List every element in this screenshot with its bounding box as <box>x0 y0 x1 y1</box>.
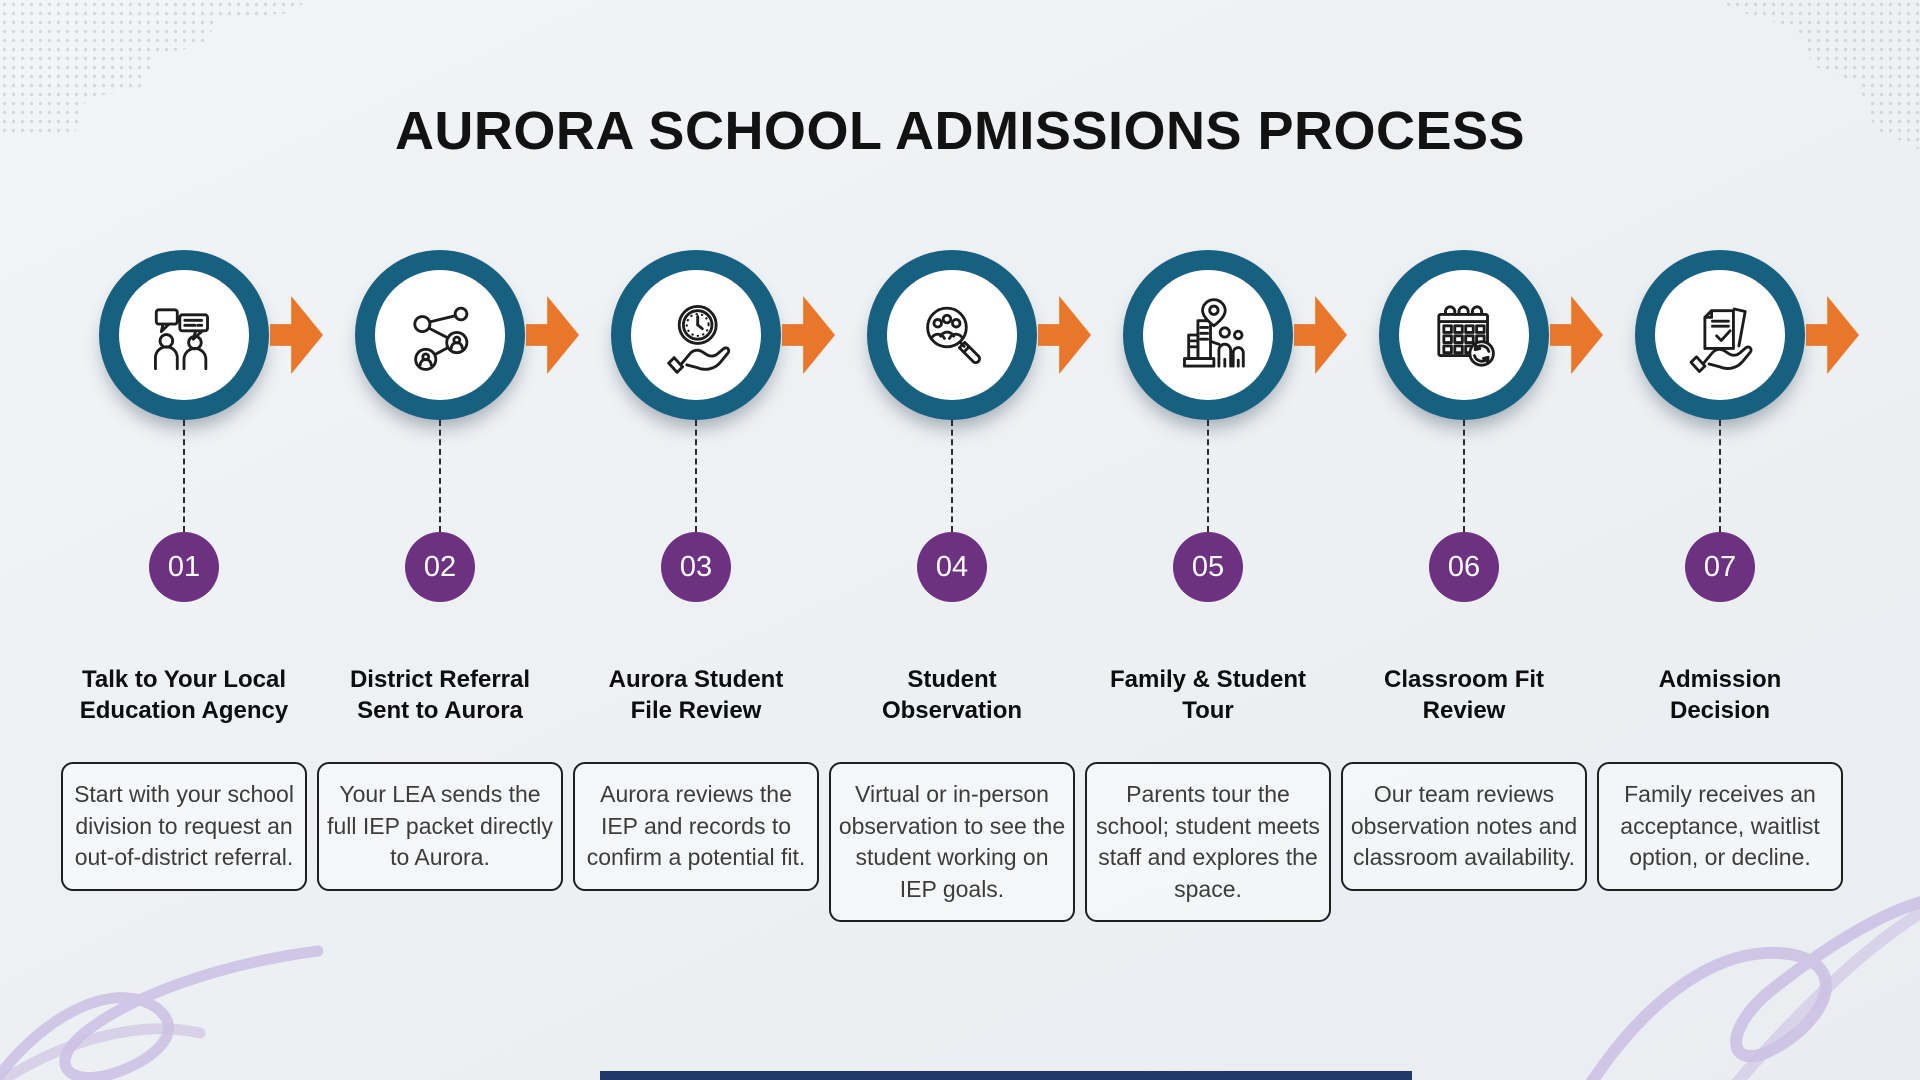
step-2-number-badge: 02 <box>405 532 475 602</box>
step-number: 05 <box>1191 550 1225 583</box>
step-number: 06 <box>1447 550 1481 583</box>
step-4-icon-circle <box>867 250 1037 420</box>
step-5-connector-line <box>1207 420 1209 532</box>
step-4: 04 Student Observation Virtual or in-per… <box>824 250 1091 922</box>
step-7-icon-circle <box>1635 250 1805 420</box>
step-3-description: Aurora reviews the IEP and records to co… <box>586 781 806 870</box>
step-4-number-badge: 04 <box>917 532 987 602</box>
step-2-description-box: Your LEA sends the full IEP packet direc… <box>317 762 563 891</box>
step-4-title: Student Observation <box>881 666 1023 724</box>
step-5-description: Parents tour the school; student meets s… <box>1096 781 1320 902</box>
step-6: 06 Classroom Fit Review Our team reviews… <box>1336 250 1603 922</box>
arrow-right-icon <box>1806 296 1859 374</box>
step-3: 03 Aurora Student File Review Aurora rev… <box>568 250 835 922</box>
step-6-title: Classroom Fit Review <box>1383 666 1545 724</box>
step-7-description-box: Family receives an acceptance, waitlist … <box>1597 762 1843 891</box>
step-3-title: Aurora Student File Review <box>608 666 784 724</box>
file-review-clock-icon <box>667 305 731 374</box>
step-7: 07 Admission Decision Family receives an… <box>1592 250 1859 922</box>
step-5-icon-circle <box>1123 250 1293 420</box>
step-2: 02 District Referral Sent to Aurora Your… <box>312 250 579 922</box>
step-7-number-badge: 07 <box>1685 532 1755 602</box>
step-2-title: District Referral Sent to Aurora <box>349 666 531 724</box>
step-4-description: Virtual or in-person observation to see … <box>838 781 1066 902</box>
step-number: 03 <box>679 550 713 583</box>
process-steps-row: 01 Talk to Your Local Education Agency S… <box>56 250 1859 922</box>
step-number: 01 <box>167 550 201 583</box>
step-number: 02 <box>423 550 457 583</box>
step-7-description: Family receives an acceptance, waitlist … <box>1620 781 1820 870</box>
step-3-number-badge: 03 <box>661 532 731 602</box>
step-4-connector-line <box>951 420 953 532</box>
step-5-description-box: Parents tour the school; student meets s… <box>1085 762 1331 922</box>
step-2-connector-line <box>439 420 441 532</box>
step-5-title: Family & Student Tour <box>1109 666 1307 724</box>
step-5: 05 Family & Student Tour Parents tour th… <box>1080 250 1347 922</box>
step-7-title: Admission Decision <box>1658 666 1782 724</box>
step-6-description-box: Our team reviews observation notes and c… <box>1341 762 1587 891</box>
step-1-connector-line <box>183 420 185 532</box>
conversation-icon <box>154 308 209 371</box>
referral-network-icon <box>413 306 469 371</box>
step-5-number-badge: 05 <box>1173 532 1243 602</box>
bottom-accent-bar <box>600 1071 1412 1080</box>
step-1-description: Start with your school division to reque… <box>74 781 294 870</box>
step-7-connector-line <box>1719 420 1721 532</box>
step-6-connector-line <box>1463 420 1465 532</box>
step-6-description: Our team reviews observation notes and c… <box>1350 781 1578 870</box>
calendar-review-icon <box>1437 305 1495 367</box>
step-number: 04 <box>935 550 969 583</box>
step-1-title: Talk to Your Local Education Agency <box>79 666 289 724</box>
step-1-icon-circle <box>99 250 269 420</box>
step-number: 07 <box>1703 550 1737 583</box>
campus-tour-icon <box>1183 298 1245 368</box>
step-3-description-box: Aurora reviews the IEP and records to co… <box>573 762 819 891</box>
step-1-description-box: Start with your school division to reque… <box>61 762 307 891</box>
observation-magnifier-icon <box>926 306 981 364</box>
step-6-number-badge: 06 <box>1429 532 1499 602</box>
step-1-number-badge: 01 <box>149 532 219 602</box>
step-2-icon-circle <box>355 250 525 420</box>
page-title: AURORA SCHOOL ADMISSIONS PROCESS <box>394 101 1526 161</box>
step-4-description-box: Virtual or in-person observation to see … <box>829 762 1075 922</box>
step-1: 01 Talk to Your Local Education Agency S… <box>56 250 323 922</box>
decision-document-icon <box>1689 307 1753 373</box>
step-3-icon-circle <box>611 250 781 420</box>
step-2-description: Your LEA sends the full IEP packet direc… <box>327 781 553 870</box>
step-6-icon-circle <box>1379 250 1549 420</box>
step-3-connector-line <box>695 420 697 532</box>
